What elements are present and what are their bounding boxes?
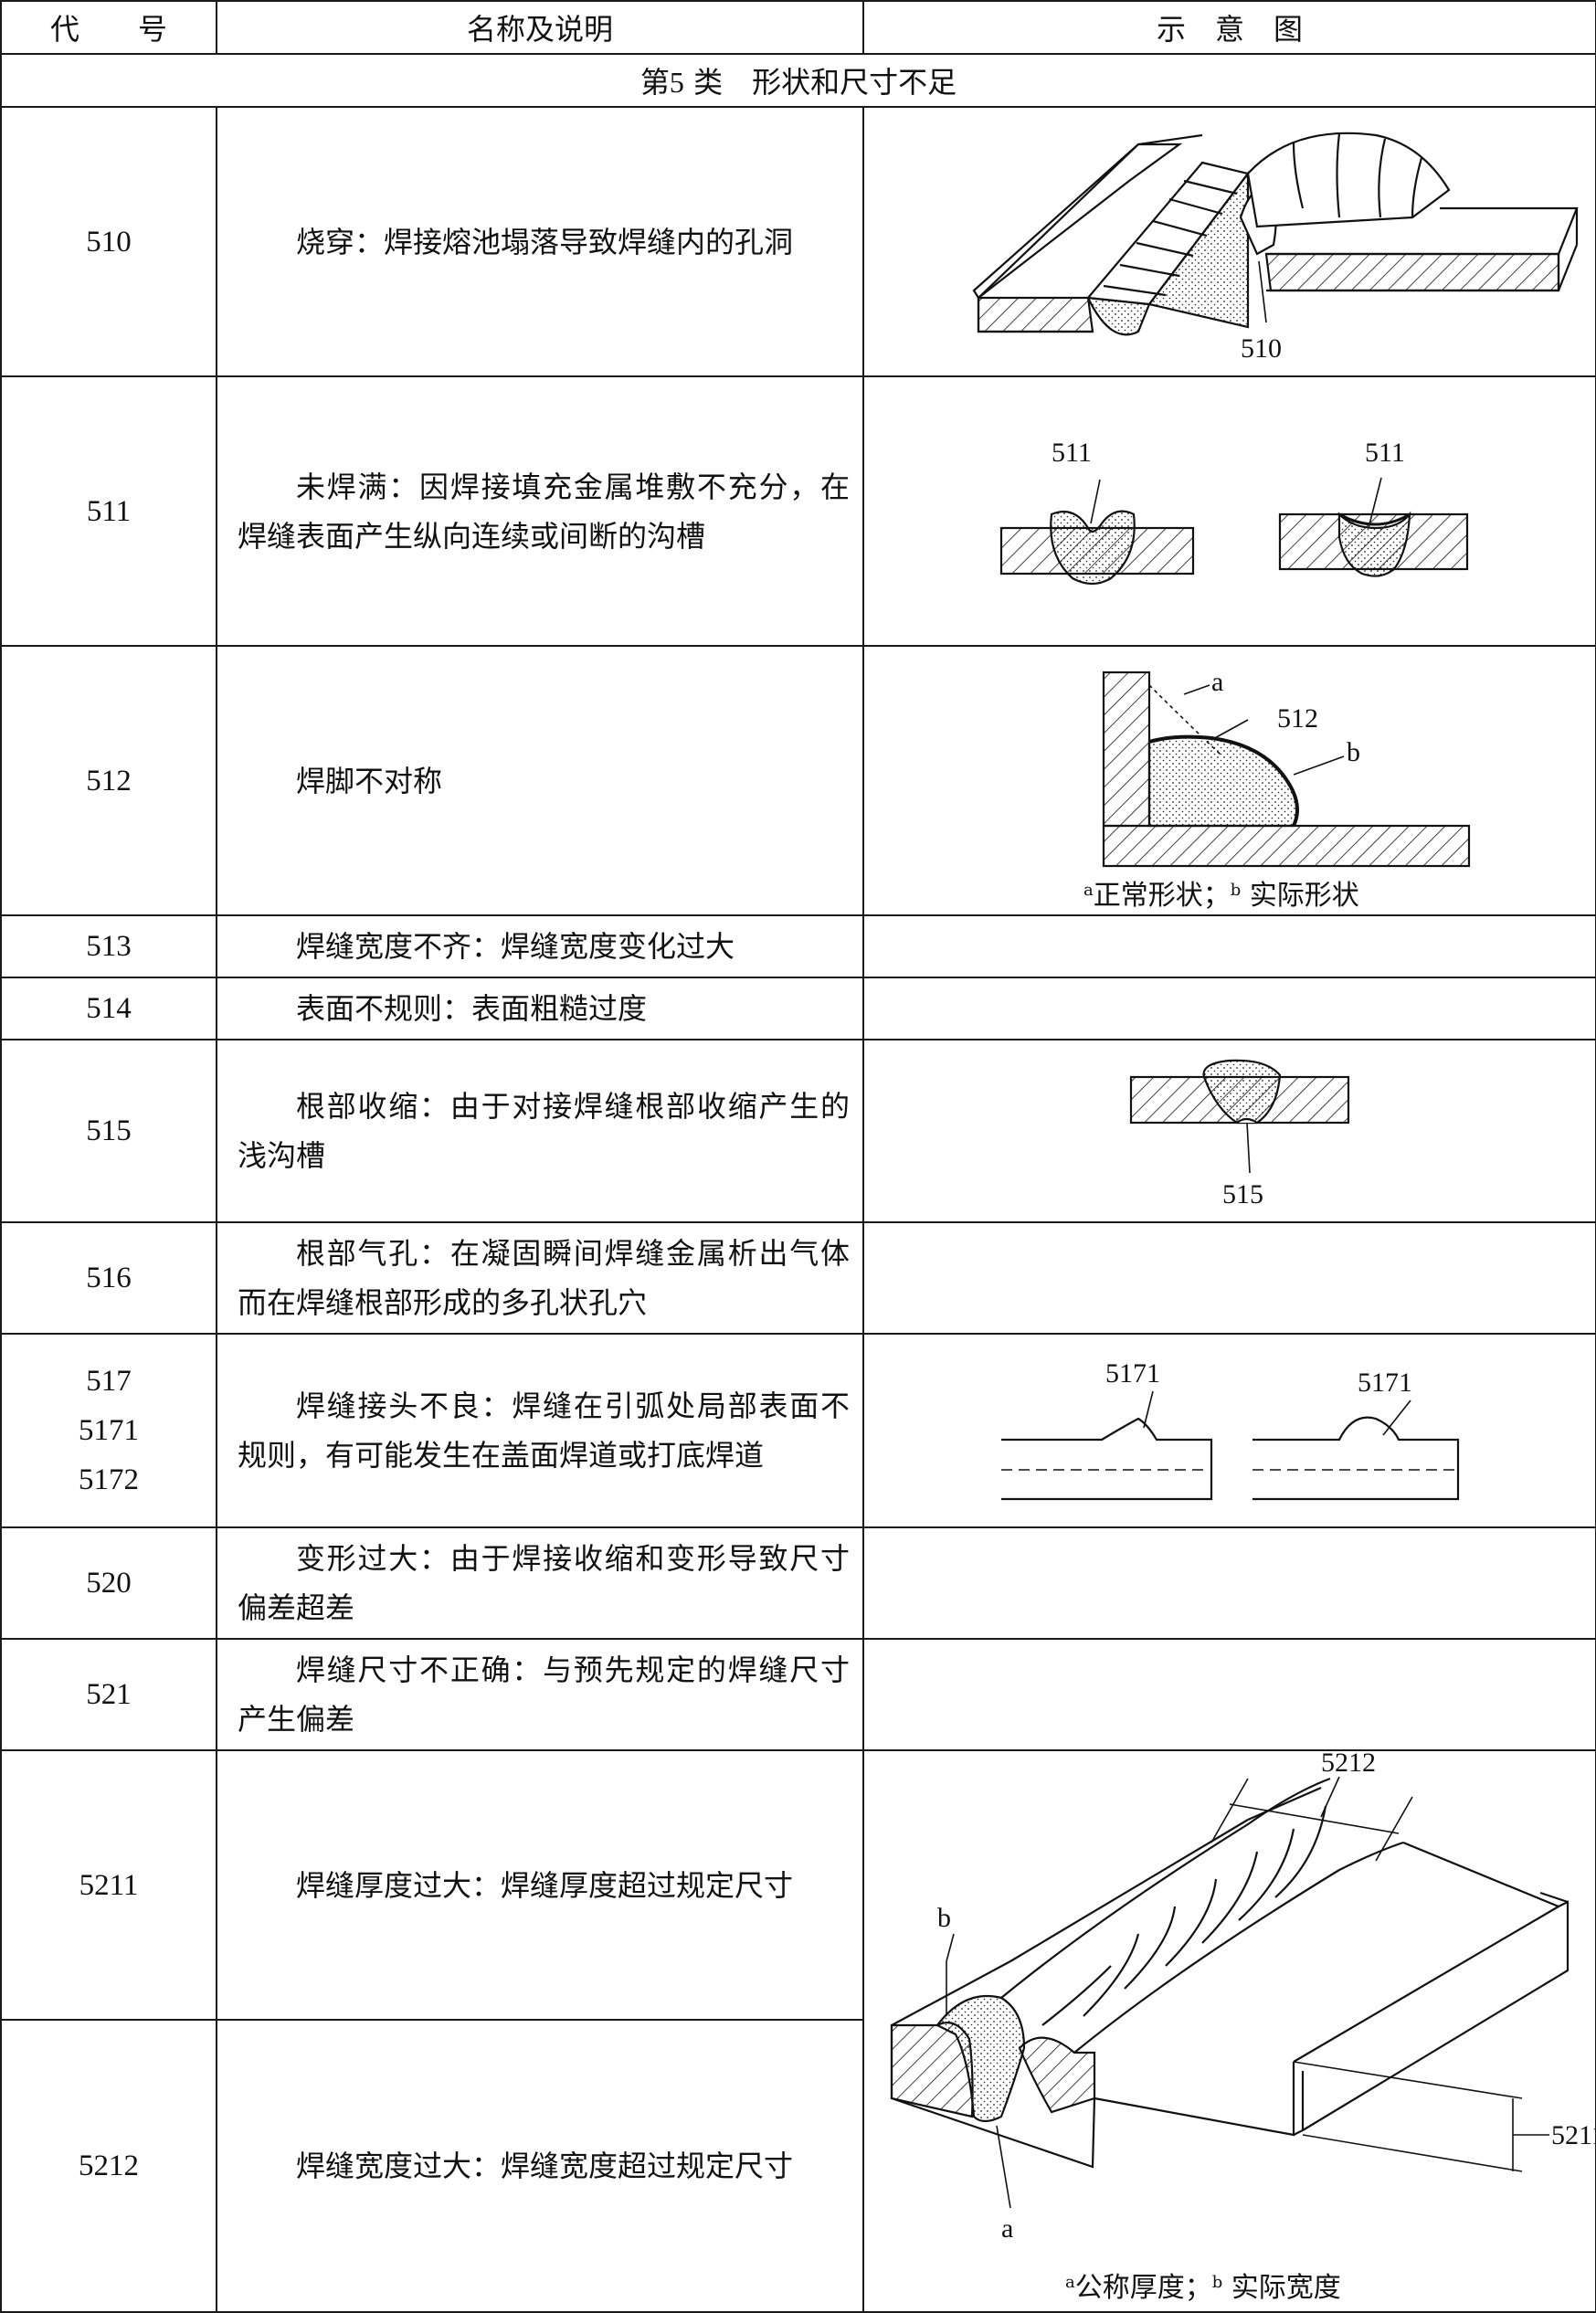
table-row: 515 根部收缩：由于对接焊缝根部收缩产生的浅沟槽 515 — [0, 1039, 1596, 1223]
table-row: 510 烧穿：焊接熔池塌落导致焊缝内的孔洞 — [0, 106, 1596, 377]
label-a: a — [1001, 2213, 1013, 2244]
label-511-left: 511 — [1052, 438, 1092, 468]
defect-code: 5211 — [0, 1749, 217, 2021]
table-row: 514 表面不规则：表面粗糙过度 — [0, 977, 1596, 1040]
label-b: b — [937, 1903, 951, 1933]
defect-description: 焊缝宽度过大：焊缝宽度超过规定尺寸 — [216, 2019, 864, 2313]
label-5171-right: 5171 — [1358, 1368, 1412, 1398]
table-row: 5211 焊缝厚度过大：焊缝厚度超过规定尺寸 — [0, 1749, 1596, 2313]
label-511-right: 511 — [1365, 438, 1405, 468]
poor-restart-diagram: 5171 5171 — [1001, 1358, 1460, 1501]
defect-description: 焊缝尺寸不正确：与预先规定的焊缝尺寸产生偏差 — [216, 1638, 864, 1751]
defect-code: 513 — [0, 914, 217, 978]
category-title: 第5 类 形状和尺寸不足 — [0, 53, 1596, 108]
figure-cell: 510 — [862, 106, 1596, 377]
label-510: 510 — [1241, 333, 1282, 364]
figure-cell: 515 — [862, 1039, 1596, 1223]
label-512: 512 — [1277, 703, 1318, 734]
figure-cell: 5212 b 5211 a a公称厚度；b 实际宽度 — [862, 1749, 1596, 2313]
defect-code: 515 — [0, 1039, 217, 1223]
incomplete-fill-diagram: 511 511 — [999, 438, 1469, 586]
excess-size-diagram: 5212 b 5211 a a公称厚度；b 实际宽度 — [890, 1751, 1596, 2304]
defect-code: 516 — [0, 1221, 217, 1335]
figure-cell: 5171 5171 — [862, 1333, 1596, 1528]
defect-code: 520 — [0, 1526, 217, 1640]
defect-description: 变形过大：由于焊接收缩和变形导致尺寸偏差超差 — [216, 1526, 864, 1640]
defect-description: 焊脚不对称 — [216, 645, 864, 916]
table-row: 520 变形过大：由于焊接收缩和变形导致尺寸偏差超差 — [0, 1526, 1596, 1640]
caption-5212: a公称厚度；b 实际宽度 — [1065, 2272, 1341, 2304]
defect-description: 根部收缩：由于对接焊缝根部收缩产生的浅沟槽 — [216, 1039, 864, 1223]
defect-description: 表面不规则：表面粗糙过度 — [216, 977, 864, 1040]
defect-code: 5171 — [79, 1414, 139, 1447]
defect-code: 510 — [0, 106, 217, 377]
label-5211: 5211 — [1551, 2120, 1596, 2150]
figure-cell — [862, 914, 1596, 978]
asymmetric-fillet-diagram: a 512 b a正常形状；b 实际形状 — [1083, 667, 1471, 912]
header-code: 代 号 — [0, 0, 217, 55]
label-5171-left: 5171 — [1105, 1358, 1160, 1389]
figure-cell — [862, 1526, 1596, 1640]
defect-description: 根部气孔：在凝固瞬间焊缝金属析出气体而在焊缝根部形成的多孔状孔穴 — [216, 1221, 864, 1335]
figure-cell: a 512 b a正常形状；b 实际形状 — [862, 645, 1596, 916]
table-row: 516 根部气孔：在凝固瞬间焊缝金属析出气体而在焊缝根部形成的多孔状孔穴 — [0, 1221, 1596, 1335]
table-row: 517 5171 5172 焊缝接头不良：焊缝在引弧处局部表面不规则，有可能发生… — [0, 1333, 1596, 1528]
figure-cell: 511 511 — [862, 375, 1596, 647]
table-row: 5212 焊缝宽度过大：焊缝宽度超过规定尺寸 — [0, 2019, 1596, 2313]
table-row: 512 焊脚不对称 a 512 b a正常形状；b 实际形状 — [0, 645, 1596, 916]
label-b: b — [1347, 737, 1360, 767]
defect-description: 焊缝厚度过大：焊缝厚度超过规定尺寸 — [216, 1749, 864, 2021]
label-a: a — [1211, 667, 1223, 697]
label-5212: 5212 — [1321, 1751, 1376, 1778]
root-shrinkage-diagram: 515 — [1129, 1059, 1350, 1209]
table-row: 511 未焊满：因焊接填充金属堆敷不充分，在焊缝表面产生纵向连续或间断的沟槽 5… — [0, 375, 1596, 647]
table-row: 513 焊缝宽度不齐：焊缝宽度变化过大 — [0, 914, 1596, 978]
defect-description: 焊缝宽度不齐：焊缝宽度变化过大 — [216, 914, 864, 978]
defect-code: 5212 — [0, 2019, 217, 2313]
defect-code: 517 — [86, 1365, 132, 1398]
defect-code: 5172 — [79, 1463, 139, 1496]
defect-description: 焊缝接头不良：焊缝在引弧处局部表面不规则，有可能发生在盖面焊道或打底焊道 — [216, 1333, 864, 1528]
category-row: 第5 类 形状和尺寸不足 — [0, 53, 1596, 108]
table-header-row: 代 号 名称及说明 示 意 图 — [0, 0, 1596, 55]
caption-512: a正常形状；b 实际形状 — [1083, 880, 1359, 912]
label-515: 515 — [1222, 1179, 1263, 1209]
figure-cell — [862, 1638, 1596, 1751]
header-figure: 示 意 图 — [862, 0, 1596, 55]
defect-description: 未焊满：因焊接填充金属堆敷不充分，在焊缝表面产生纵向连续或间断的沟槽 — [216, 375, 864, 647]
header-name: 名称及说明 — [216, 0, 864, 55]
defect-code: 512 — [0, 645, 217, 916]
figure-cell — [862, 1221, 1596, 1335]
defect-description: 烧穿：焊接熔池塌落导致焊缝内的孔洞 — [216, 106, 864, 377]
defect-code: 521 — [0, 1638, 217, 1751]
burn-through-diagram: 510 — [972, 132, 1579, 364]
table-row: 521 焊缝尺寸不正确：与预先规定的焊缝尺寸产生偏差 — [0, 1638, 1596, 1751]
defect-code: 514 — [0, 977, 217, 1040]
defect-code-group: 517 5171 5172 — [0, 1333, 217, 1528]
figure-cell — [862, 977, 1596, 1040]
defect-code: 511 — [0, 375, 217, 647]
